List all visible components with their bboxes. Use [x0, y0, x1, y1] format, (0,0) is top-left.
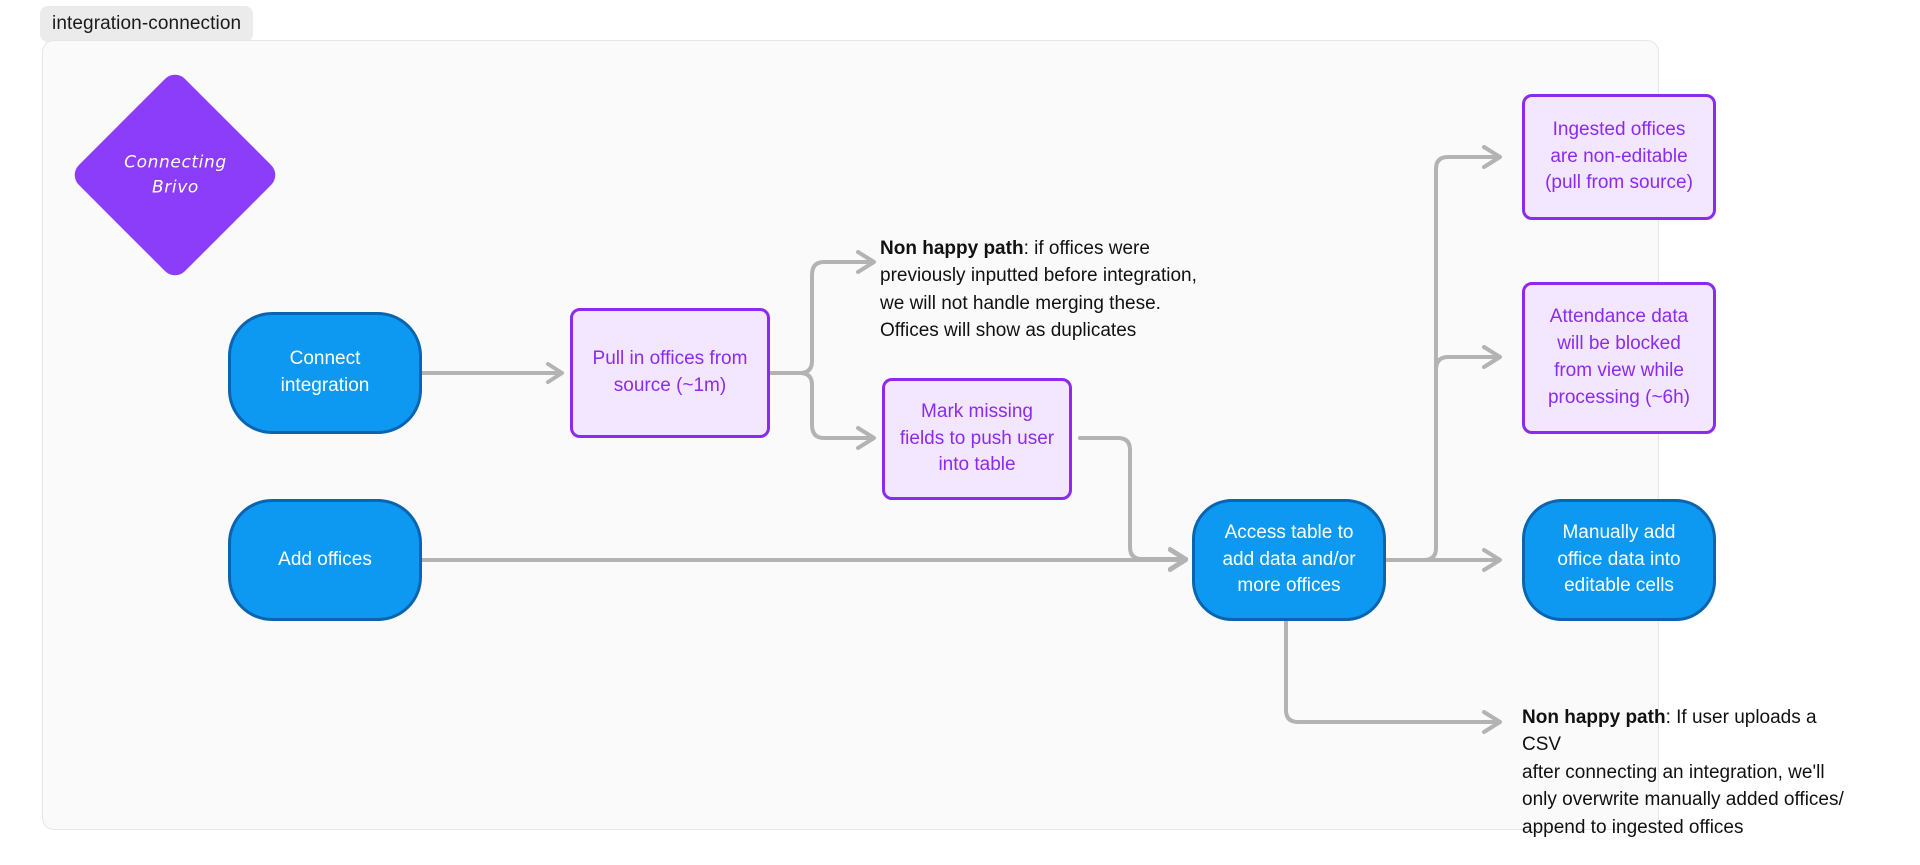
node-ingested-offices[interactable]: Ingested offices are non-editable (pull …: [1522, 94, 1716, 220]
node-mark-missing-fields[interactable]: Mark missing fields to push user into ta…: [882, 378, 1072, 500]
node-mark-missing-fields-label: Mark missing fields to push user into ta…: [899, 400, 1055, 476]
node-attendance-data-label: Attendance data will be blocked from vie…: [1547, 306, 1691, 408]
note-duplicates-body: : if offices were previously inputted be…: [880, 237, 1197, 342]
node-add-offices[interactable]: Add offices: [228, 499, 422, 621]
node-access-table[interactable]: Access table to add data and/or more off…: [1192, 499, 1386, 621]
node-connect-integration[interactable]: Connect integration: [228, 312, 422, 434]
note-csv-upload: Non happy path: If user uploads a CSV af…: [1522, 676, 1852, 841]
node-manually-add-office-data[interactable]: Manually add office data into editable c…: [1522, 499, 1716, 621]
note-duplicates: Non happy path: if offices were previous…: [880, 207, 1210, 345]
node-connecting-brivo-label: Connecting Brivo: [123, 152, 227, 197]
node-add-offices-label: Add offices: [278, 548, 372, 570]
node-ingested-offices-label: Ingested offices are non-editable (pull …: [1545, 118, 1693, 194]
note-csv-upload-body: : If user uploads a CSV after connecting…: [1522, 706, 1844, 838]
node-connect-integration-label: Connect integration: [280, 348, 370, 396]
frame-tab-label[interactable]: integration-connection: [40, 6, 254, 42]
node-pull-offices-label: Pull in offices from source (~1m): [592, 348, 748, 396]
node-access-table-label: Access table to add data and/or more off…: [1222, 521, 1356, 597]
note-duplicates-lead: Non happy path: [880, 237, 1024, 259]
note-csv-upload-lead: Non happy path: [1522, 706, 1666, 728]
node-attendance-data[interactable]: Attendance data will be blocked from vie…: [1522, 282, 1716, 434]
diagram-frame: [42, 40, 1659, 830]
node-pull-offices[interactable]: Pull in offices from source (~1m): [570, 308, 770, 438]
node-manually-add-office-data-label: Manually add office data into editable c…: [1557, 521, 1681, 597]
